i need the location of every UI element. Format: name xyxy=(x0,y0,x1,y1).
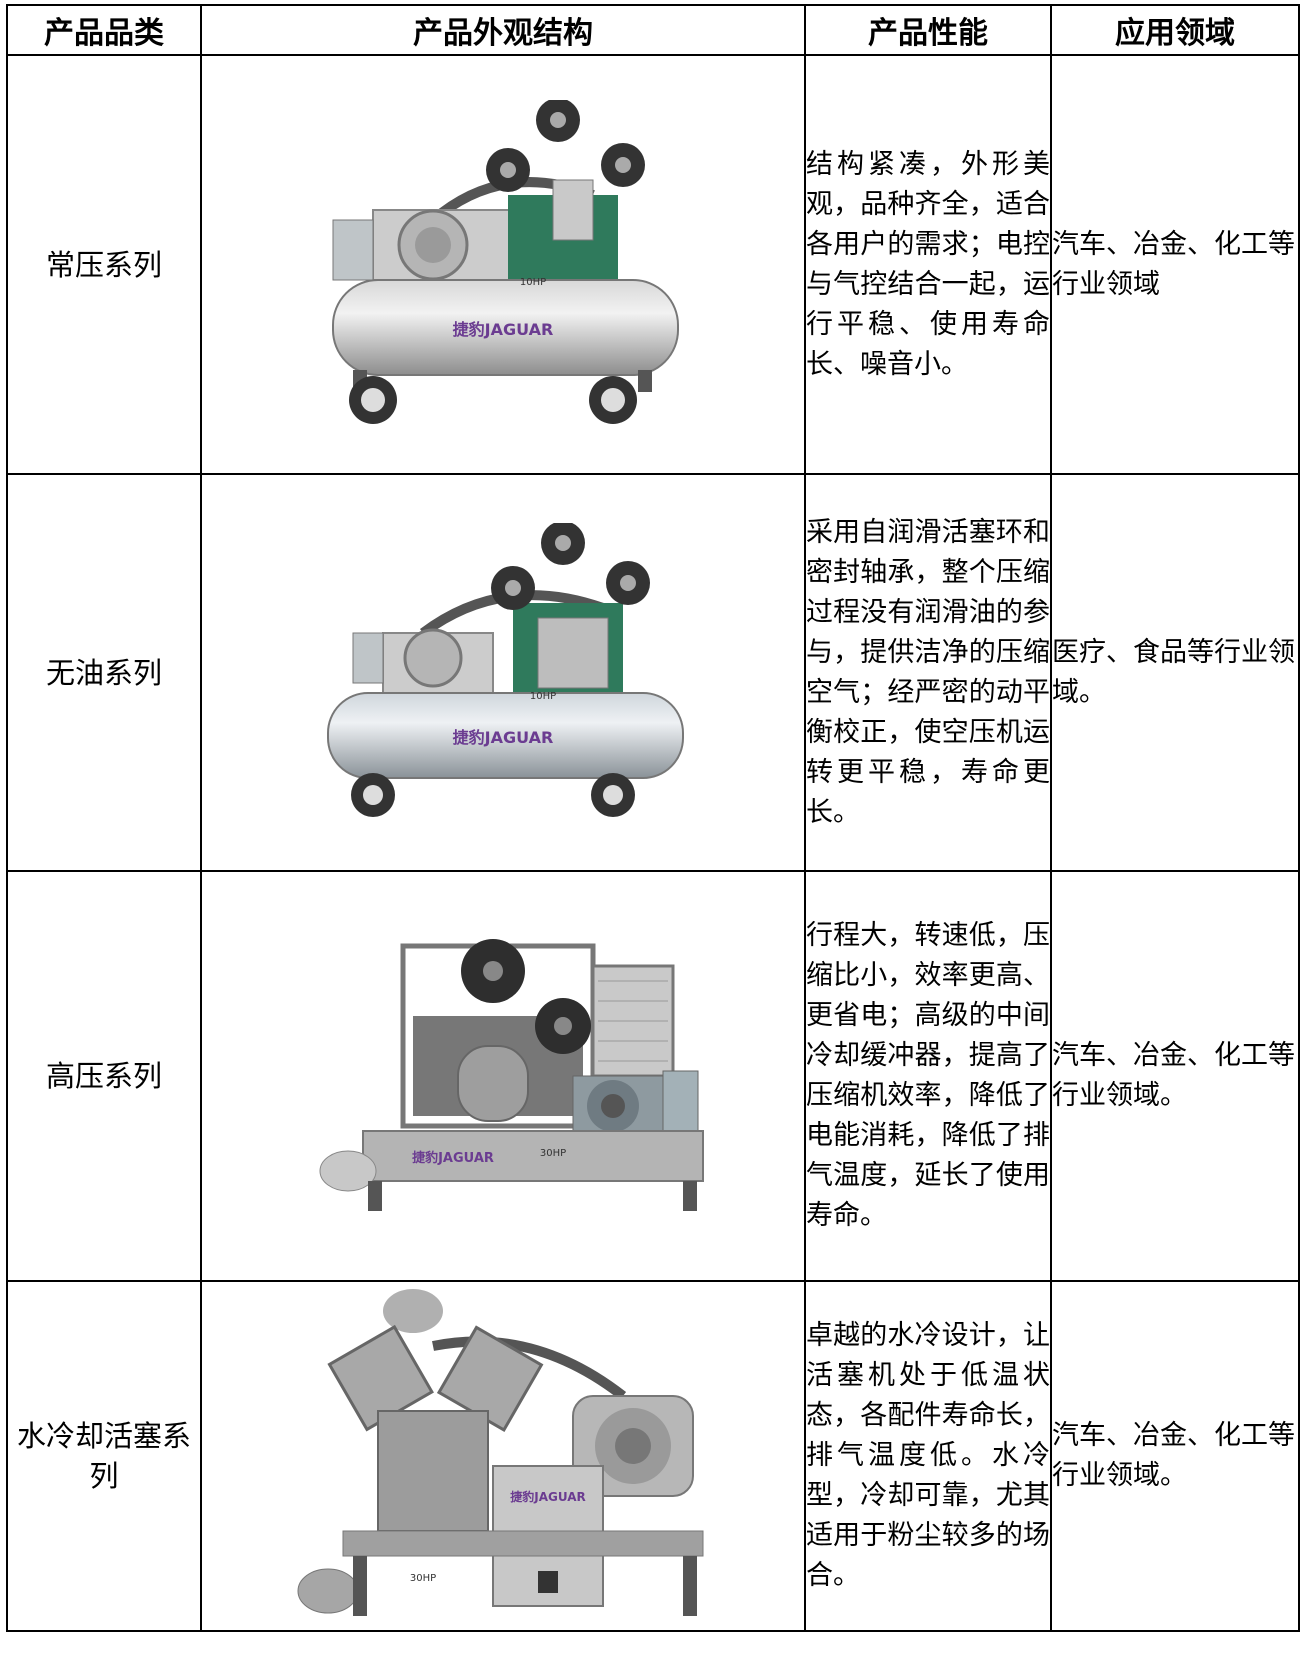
header-performance: 产品性能 xyxy=(804,4,1052,56)
performance-cell: 行程大，转速低，压缩比小，效率更高、更省电；高级的中间冷却缓冲器，提高了压缩机效… xyxy=(804,870,1052,1282)
brand-label: 捷豹JAGUAR xyxy=(510,1489,586,1504)
power-plate: 10HP xyxy=(530,691,556,702)
brand-label: 捷豹JAGUAR xyxy=(453,320,554,339)
category-cell: 水冷却活塞系列 xyxy=(6,1280,202,1632)
header-category: 产品品类 xyxy=(6,4,202,56)
power-plate: 30HP xyxy=(410,1573,436,1584)
power-plate: 30HP xyxy=(540,1148,566,1159)
power-plate: 10HP xyxy=(520,277,546,288)
water-cooled-piston-compressor-icon: 捷豹JAGUAR 30HP xyxy=(297,1289,704,1616)
product-image-cell: 捷豹JAGUAR 10HP xyxy=(200,54,806,475)
tank-air-compressor-icon: 捷豹JAGUAR 10HP xyxy=(332,99,679,424)
performance-cell: 采用自润滑活塞环和密封轴承，整个压缩过程没有润滑油的参与，提供洁净的压缩空气；经… xyxy=(804,473,1052,872)
performance-cell: 结构紧凑，外形美观，品种齐全，适合各用户的需求；电控与气控结合一起，运行平稳、使… xyxy=(804,54,1052,475)
category-cell: 无油系列 xyxy=(6,473,202,872)
product-image-cell: 捷豹JAGUAR 30HP xyxy=(200,1280,806,1632)
oil-free-air-compressor-icon: 捷豹JAGUAR 10HP xyxy=(327,522,684,817)
product-image-cell: 捷豹JAGUAR 10HP xyxy=(200,473,806,872)
high-pressure-compressor-icon: 捷豹JAGUAR 30HP xyxy=(319,939,704,1211)
brand-label: 捷豹JAGUAR xyxy=(453,728,554,747)
product-table: 产品品类 产品外观结构 产品性能 应用领域 常压系列 xyxy=(6,4,1300,1632)
category-cell: 高压系列 xyxy=(6,870,202,1282)
category-cell: 常压系列 xyxy=(6,54,202,475)
application-cell: 汽车、冶金、化工等行业领域。 xyxy=(1050,1280,1300,1632)
header-appearance: 产品外观结构 xyxy=(200,4,806,56)
table-row: 无油系列 捷豹JAGUAR 10HP xyxy=(6,473,1300,872)
table-row: 水冷却活塞系列 捷豹JAGUAR 30HP 卓越的水冷设计，让活塞机处于低温状态… xyxy=(6,1280,1300,1632)
application-cell: 汽车、冶金、化工等行业领域 xyxy=(1050,54,1300,475)
table-row: 高压系列 捷豹JAGUAR 30HP xyxy=(6,870,1300,1282)
brand-label: 捷豹JAGUAR xyxy=(412,1150,494,1166)
performance-cell: 卓越的水冷设计，让活塞机处于低温状态，各配件寿命长，排气温度低。水冷型，冷却可靠… xyxy=(804,1280,1052,1632)
application-cell: 医疗、食品等行业领域。 xyxy=(1050,473,1300,872)
application-cell: 汽车、冶金、化工等行业领域。 xyxy=(1050,870,1300,1282)
header-row: 产品品类 产品外观结构 产品性能 应用领域 xyxy=(6,4,1300,56)
header-application: 应用领域 xyxy=(1050,4,1300,56)
table-row: 常压系列 捷豹JAGUAR 10HP xyxy=(6,54,1300,475)
product-image-cell: 捷豹JAGUAR 30HP xyxy=(200,870,806,1282)
